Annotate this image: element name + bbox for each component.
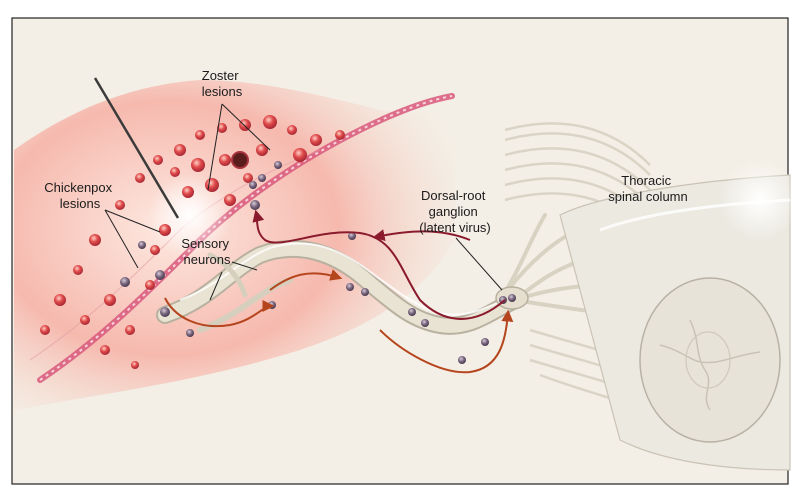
lesion (125, 325, 135, 335)
virus-particle (274, 161, 282, 169)
lesion (335, 130, 345, 140)
lesion (293, 148, 307, 162)
lesion (145, 280, 155, 290)
virus-particle (499, 296, 507, 304)
lesion (104, 294, 116, 306)
lesion (135, 173, 145, 183)
virus-particle (421, 319, 429, 327)
lesion (131, 361, 139, 369)
lesion (159, 224, 171, 236)
highlight-glow (148, 173, 232, 257)
virus-particle (361, 288, 369, 296)
lesion-dark (231, 151, 249, 169)
lesion (115, 200, 125, 210)
lesion (263, 115, 277, 129)
lesion (195, 130, 205, 140)
lesion (310, 134, 322, 146)
virus-particle (138, 241, 146, 249)
lesion (224, 194, 236, 206)
thoracic-spinal-column-label: Thoracic spinal column (608, 173, 688, 204)
lesion (40, 325, 50, 335)
virus-particle (155, 270, 165, 280)
lesion (170, 167, 180, 177)
virus-particle (408, 308, 416, 316)
lesion (182, 186, 194, 198)
lesion (73, 265, 83, 275)
virus-particle (348, 232, 356, 240)
lesion (239, 119, 251, 131)
lesion (287, 125, 297, 135)
lesion (150, 245, 160, 255)
lesion-cluster (40, 115, 345, 369)
lesion (100, 345, 110, 355)
lesion (89, 234, 101, 246)
virus-particle (508, 294, 516, 302)
lesion (243, 173, 253, 183)
virus-particle (258, 174, 266, 182)
virus-particles (120, 161, 516, 364)
skin-region (14, 80, 455, 410)
infection-arrow-lower (379, 309, 514, 374)
virus-particle (160, 307, 170, 317)
lesion (191, 158, 205, 172)
lesion (217, 123, 227, 133)
lesion (54, 294, 66, 306)
reactivation-arrow-upper (372, 229, 471, 242)
lesion (153, 155, 163, 165)
virus-particle (120, 277, 130, 287)
needle (93, 77, 180, 219)
lesion (80, 315, 90, 325)
dorsal-root-ganglion-label: Dorsal-root ganglion (latent virus) (419, 188, 491, 235)
virus-particle (186, 329, 194, 337)
spine-glow (720, 160, 800, 240)
virus-particle (346, 283, 354, 291)
virus-particle (250, 200, 260, 210)
lesion (174, 144, 186, 156)
leader-lines (104, 103, 503, 301)
lesion (205, 178, 219, 192)
virus-particle (249, 181, 257, 189)
infection-arrow-upper (269, 269, 343, 291)
sensory-neurons-label: Sensory neurons (181, 236, 232, 267)
infection-arrow (164, 297, 275, 328)
zoster-lesions-label: Zoster lesions (202, 68, 243, 99)
lesion (219, 154, 231, 166)
chickenpox-lesions-label: Chickenpox lesions (44, 180, 116, 211)
spinal-column (559, 174, 791, 471)
virus-particle (458, 356, 466, 364)
lesion (256, 144, 268, 156)
virus-particle (481, 338, 489, 346)
reactivation-arrow (252, 209, 506, 320)
